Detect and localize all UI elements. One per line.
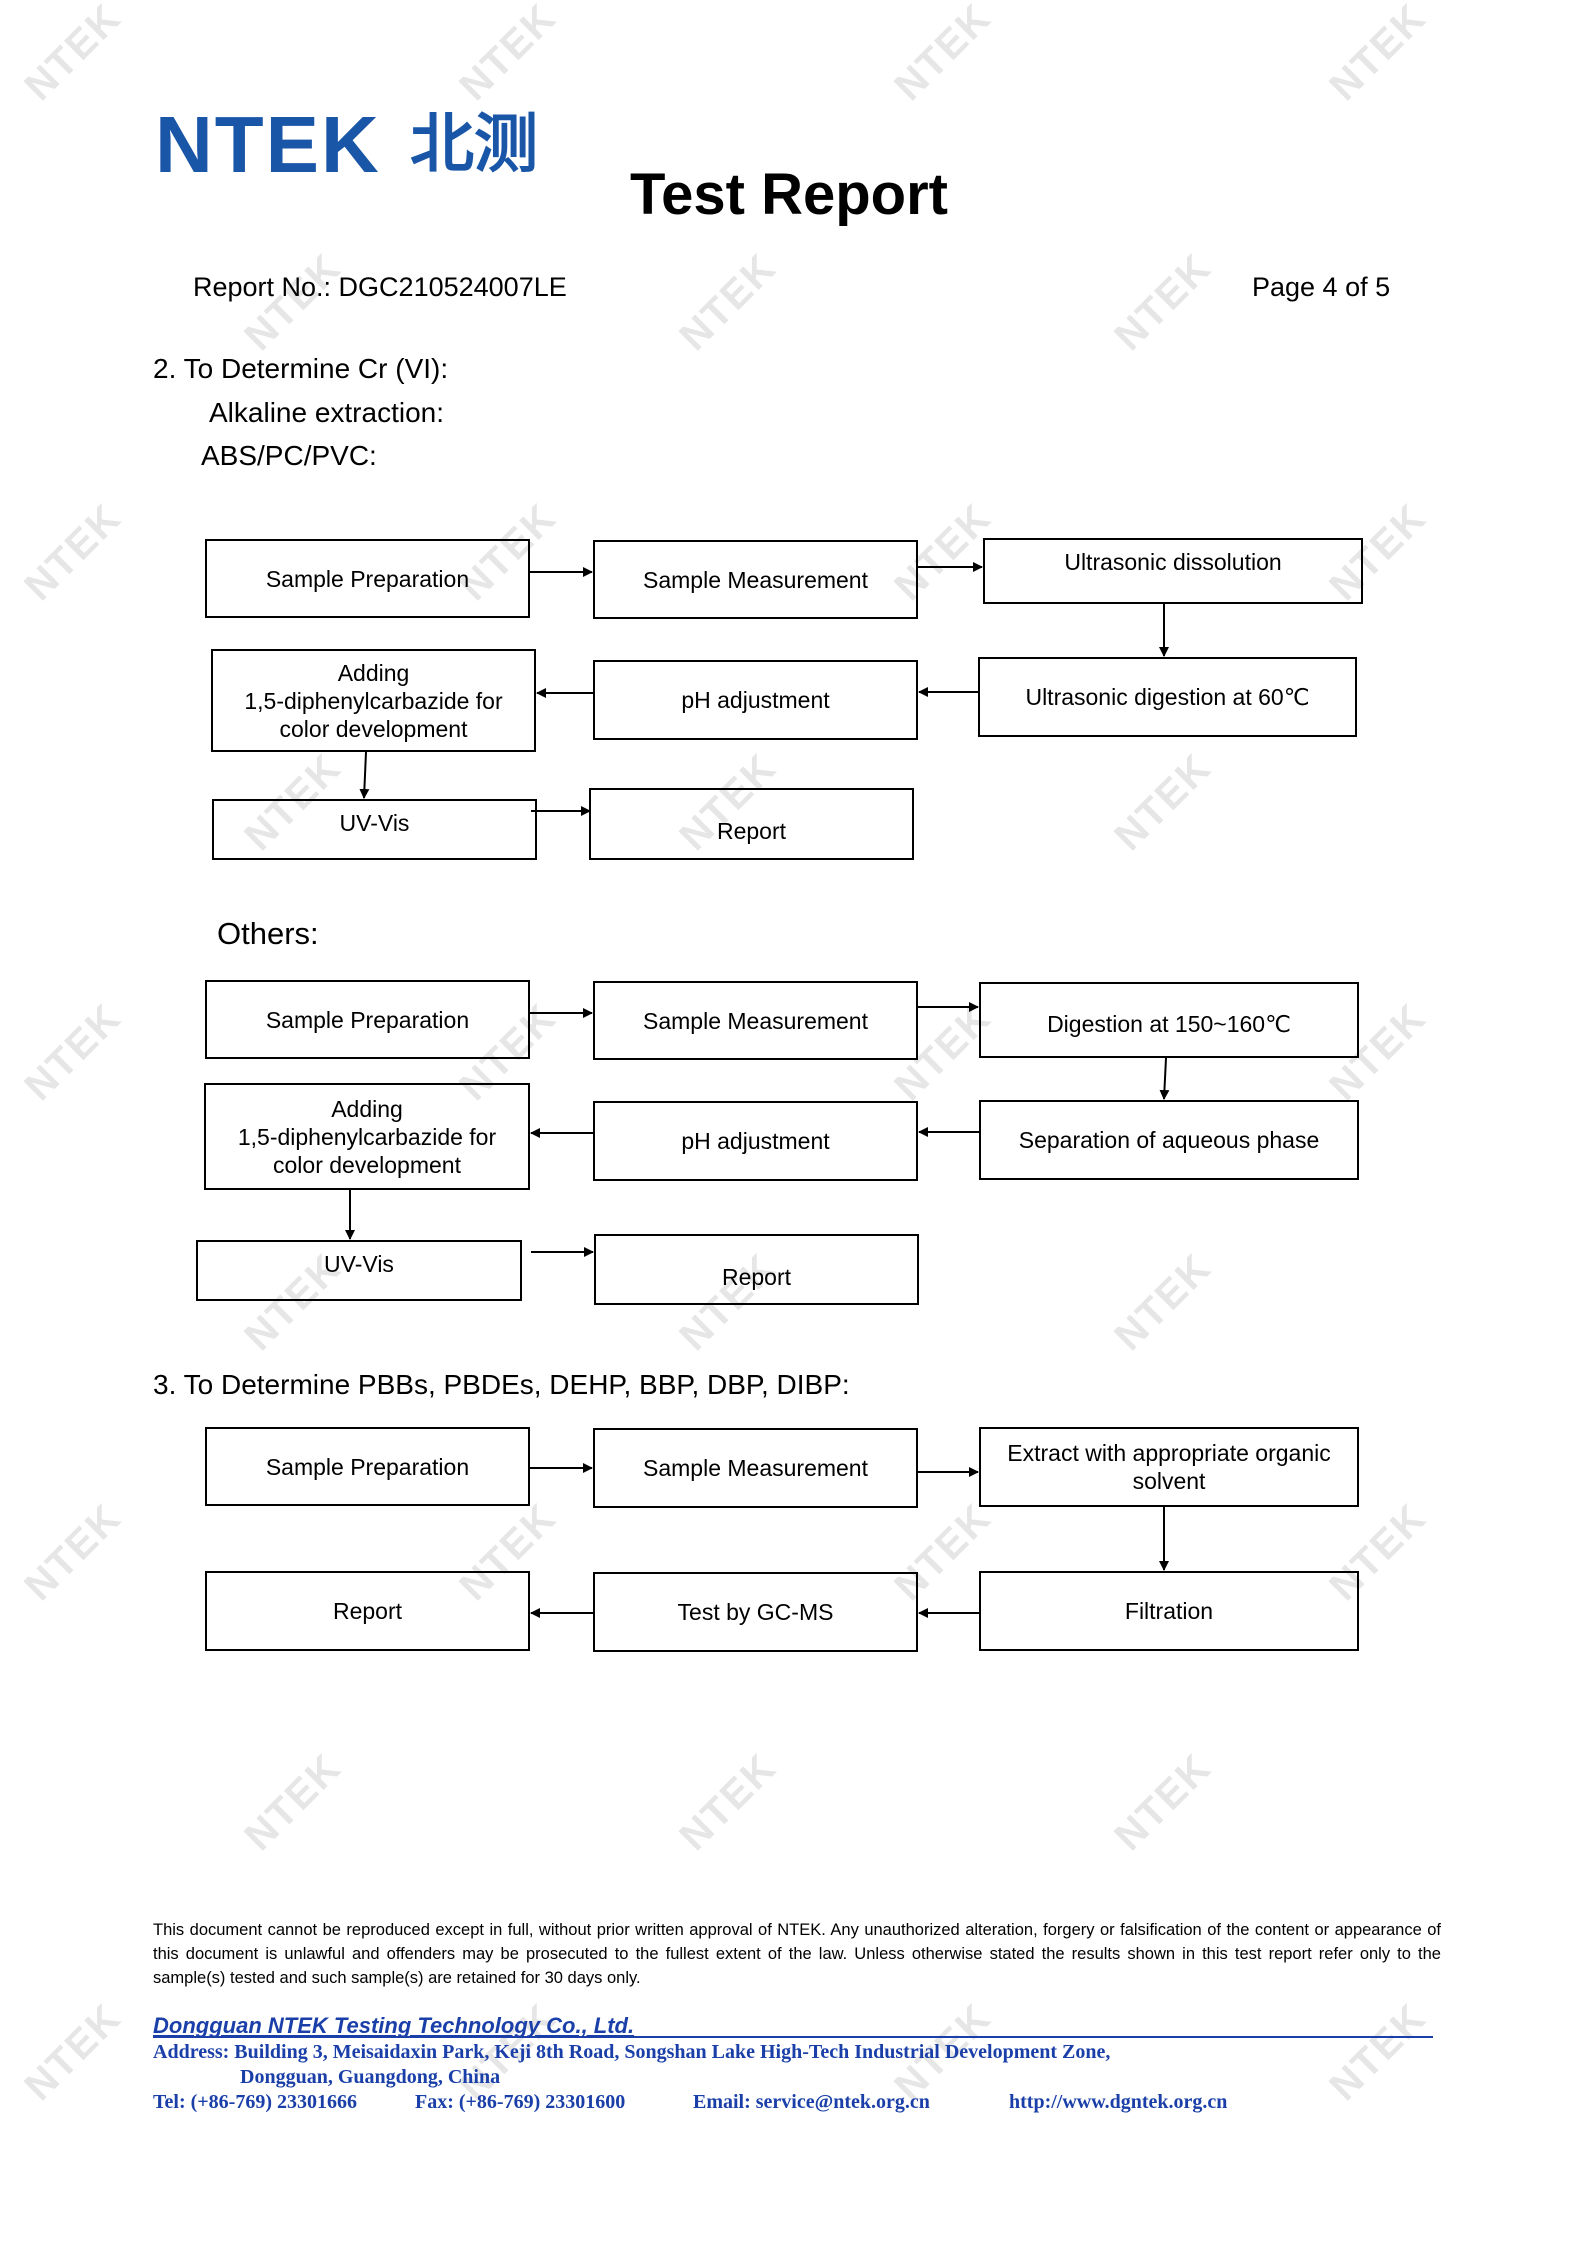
abs-pc-pvc-label: ABS/PC/PVC: bbox=[201, 440, 377, 471]
section2-heading: 2. To Determine Cr (VI): bbox=[153, 353, 449, 384]
f2-report-box: Report bbox=[594, 1234, 919, 1305]
f1-report-box: Report bbox=[589, 788, 914, 860]
f3-sample-preparation-box: Sample Preparation bbox=[205, 1427, 530, 1506]
f1-sample-measurement-box: Sample Measurement bbox=[593, 540, 918, 619]
alkaline-extraction-label: Alkaline extraction: bbox=[209, 397, 445, 428]
f2-separation-box: Separation of aqueous phase bbox=[979, 1100, 1359, 1180]
f2-uv-vis-box: UV-Vis bbox=[196, 1240, 522, 1301]
f2-sample-preparation-box: Sample Preparation bbox=[205, 980, 530, 1059]
f2-sample-measurement-box: Sample Measurement bbox=[593, 981, 918, 1060]
section3-heading: 3. To Determine PBBs, PBDEs, DEHP, BBP, … bbox=[153, 1369, 850, 1400]
f3-filtration-box: Filtration bbox=[979, 1571, 1359, 1651]
website-link[interactable]: http://www.dgntek.org.cn bbox=[1009, 2091, 1228, 2113]
f2-adding-reagent-box: Adding 1,5-diphenylcarbazide for color d… bbox=[204, 1083, 530, 1190]
f1-uv-vis-box: UV-Vis bbox=[212, 799, 537, 860]
page-number: Page 4 of 5 bbox=[1252, 272, 1391, 302]
f2-digestion-box: Digestion at 150~160℃ bbox=[979, 982, 1359, 1058]
document-title: Test Report bbox=[630, 162, 948, 227]
f2-arrow-digestion-to-separation bbox=[1159, 1057, 1170, 1100]
company-underline bbox=[153, 2036, 1433, 2038]
f1-arrow-adding-to-uvvis bbox=[359, 751, 370, 799]
f3-report-box: Report bbox=[205, 1571, 530, 1651]
report-number: Report No.: DGC210524007LE bbox=[193, 272, 567, 302]
telephone: Tel: (+86-769) 23301666 bbox=[153, 2091, 357, 2113]
f1-adding-reagent-box: Adding 1,5-diphenylcarbazide for color d… bbox=[211, 649, 536, 752]
f1-ultrasonic-dissolution-box: Ultrasonic dissolution bbox=[983, 538, 1363, 604]
f3-extract-box: Extract with appropriate organic solvent bbox=[979, 1427, 1359, 1507]
ntek-logo-chinese: 北测 bbox=[410, 108, 538, 182]
ntek-logo: NTEK bbox=[155, 100, 381, 189]
f1-ultrasonic-digestion-box: Ultrasonic digestion at 60℃ bbox=[978, 657, 1357, 737]
f1-ph-adjustment-box: pH adjustment bbox=[593, 660, 918, 740]
fax: Fax: (+86-769) 23301600 bbox=[415, 2091, 626, 2113]
f3-gcms-box: Test by GC-MS bbox=[593, 1572, 918, 1652]
f2-ph-adjustment-box: pH adjustment bbox=[593, 1101, 918, 1181]
others-label: Others: bbox=[217, 916, 319, 951]
address-line1: Address: Building 3, Meisaidaxin Park, K… bbox=[153, 2041, 1111, 2063]
company-name: Dongguan NTEK Testing Technology Co., Lt… bbox=[153, 2013, 635, 2038]
legal-disclaimer: This document cannot be reproduced excep… bbox=[153, 1921, 1441, 1987]
address-line2: Dongguan, Guangdong, China bbox=[240, 2066, 501, 2088]
f3-sample-measurement-box: Sample Measurement bbox=[593, 1428, 918, 1508]
f1-sample-preparation-box: Sample Preparation bbox=[205, 539, 530, 618]
email[interactable]: Email: service@ntek.org.cn bbox=[693, 2091, 930, 2113]
